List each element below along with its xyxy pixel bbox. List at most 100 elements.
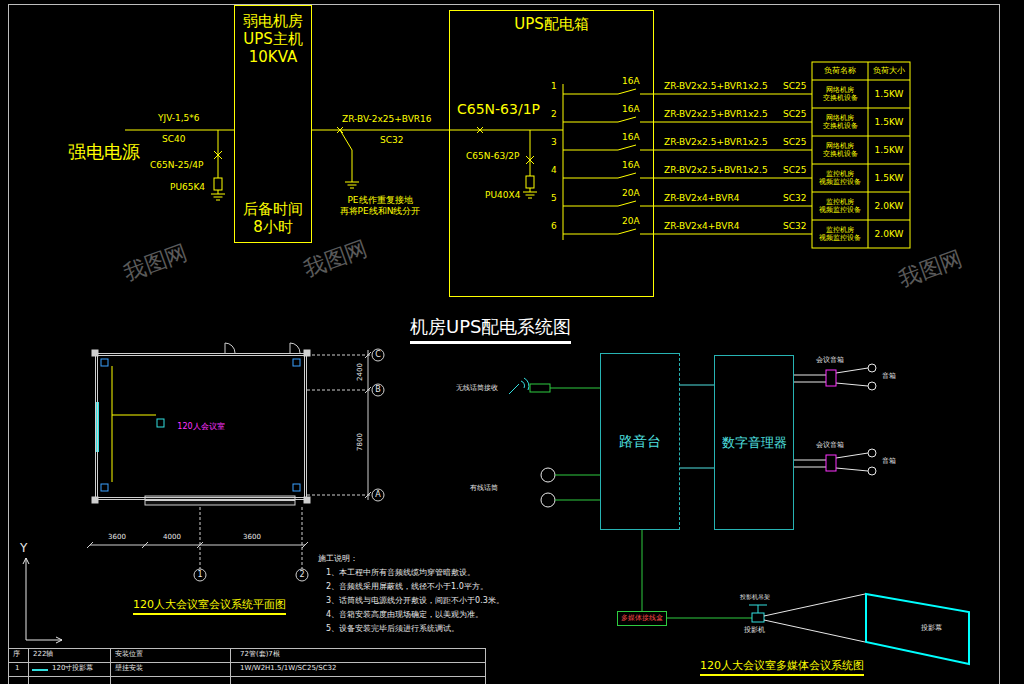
floor-plan [87, 542, 308, 548]
signal-line [642, 530, 643, 611]
room-outline: 120人会议室 [95, 353, 307, 500]
floor-plan [194, 569, 206, 581]
floor-plan [101, 484, 108, 491]
conduit-spec: SC25 [783, 81, 806, 92]
title-block-cell: 1W/W2H1.5/1W/SC25/SC32 [240, 664, 336, 672]
floor-plan [365, 350, 371, 500]
device-label: 会议音箱 [816, 356, 844, 364]
conduit-spec: SC25 [783, 137, 806, 148]
dimension: 4000 [157, 533, 187, 541]
av-system-wiring [868, 467, 876, 475]
breaker-rating: 16A [622, 160, 640, 171]
circuit-number: 1 [551, 81, 557, 92]
surge-protector-spec: PU65K4 [170, 182, 205, 193]
av-system-wiring [752, 613, 764, 622]
breaker-spec: C65N-25/4P [150, 160, 203, 171]
floor-plan [293, 484, 300, 491]
cable-spec: ZR-BV2x4+BVR4 [664, 221, 739, 232]
floor-plan [200, 507, 302, 569]
box-heading: 弱电机房 UPS主机 10KVA [241, 12, 305, 66]
grid-bubble: A [372, 489, 384, 501]
title-block [8, 648, 485, 684]
load-size: 1.5KW [868, 164, 910, 192]
av-system-wiring [541, 468, 555, 482]
box-heading: 后备时间 8小时 [241, 200, 305, 236]
axis-label: Y [20, 541, 27, 555]
drawing-title: 120人大会议室多媒体会议系统图 [700, 659, 864, 676]
cable-spec: ZR-BV2x2.5+BVR1x2.5 [664, 165, 768, 176]
note-line: 5、设备安装完毕后须进行系统调试。 [326, 624, 459, 634]
load-name: 监控机房 视频监控设备 [812, 164, 868, 192]
cable-spec: ZR-BV2x2.5+BVR1x2.5 [664, 81, 768, 92]
load-name: 网络机房 交换机设备 [812, 108, 868, 136]
floor-plan [372, 349, 384, 361]
breaker-rating: 20A [622, 188, 640, 199]
conduit-spec: SC25 [783, 109, 806, 120]
conduit-spec: SC25 [783, 165, 806, 176]
signal-line [680, 385, 714, 386]
floor-plan [372, 384, 384, 396]
cable-spec: YJV-1,5*6 [158, 113, 200, 124]
dimension: 3600 [102, 533, 132, 541]
diagram-title: 机房UPS配电系统图 [410, 316, 571, 344]
load-size: 1.5KW [868, 108, 910, 136]
power-cable [312, 130, 449, 131]
device-label: 音箱 [882, 372, 896, 380]
load-table-grid [812, 62, 910, 248]
breaker-rating: 16A [622, 76, 640, 87]
signal-line [680, 468, 714, 469]
note-line: 3、话筒线与电源线分开敷设，间距不小于0.3米。 [326, 596, 504, 606]
sheet-frame [9, 5, 1000, 684]
processor-box: 数字音理器 [714, 355, 794, 530]
circuit-number: 5 [551, 193, 557, 204]
ups-wiring [530, 130, 531, 176]
floor-plan [87, 343, 384, 581]
load-name: 监控机房 视频监控设备 [812, 220, 868, 248]
ups-wiring [345, 182, 359, 188]
surge-protector-spec: PU40X4 [485, 190, 520, 201]
device-label: 会议音箱 [816, 441, 844, 449]
title-block-cell: 222轴 [33, 650, 53, 658]
device-label: 音箱 [882, 457, 896, 465]
floor-plan [145, 500, 295, 501]
axis-symbol [23, 558, 62, 643]
watermark: 我图网 [895, 245, 966, 292]
av-system-wiring [509, 364, 876, 642]
ups-wiring [563, 84, 564, 240]
load-size: 1.5KW [868, 80, 910, 108]
box-label: 投影幕 [921, 624, 942, 632]
cable-spec: ZR-BV2x2.5+BVR1x2.5 [664, 109, 768, 120]
dimension: 3600 [237, 533, 267, 541]
floor-plan [372, 489, 384, 501]
ups-wiring [523, 188, 537, 198]
load-name: 网络机房 交换机设备 [812, 80, 868, 108]
av-system-wiring [826, 370, 836, 386]
title-block [9, 649, 486, 684]
grid-bubble: 1 [194, 569, 206, 581]
device-label: 投影机 [744, 626, 765, 634]
breaker-spec: C65N-63/1P [457, 101, 540, 118]
ups-host-box: 弱电机房 UPS主机 10KVA 后备时间 8小时 [234, 5, 312, 243]
device-label: 投影机吊架 [740, 593, 770, 600]
load-size: 2.0KW [868, 220, 910, 248]
load-size: 2.0KW [868, 192, 910, 220]
note-line: 1、本工程中所有音频线缆均穿管暗敷设。 [326, 568, 475, 578]
av-system-wiring [868, 364, 876, 372]
note-line: 2、音频线采用屏蔽线，线径不小于1.0平方。 [326, 582, 488, 592]
breaker-spec: C65N-63/2P [466, 151, 519, 162]
av-system-wiring [794, 368, 868, 386]
av-system-wiring [666, 618, 752, 619]
mixer-box: 路音台 [600, 353, 680, 530]
grid-bubble: B [372, 384, 384, 396]
screen-outline [865, 592, 970, 665]
av-system-wiring [868, 449, 876, 457]
av-system-wiring [764, 594, 865, 642]
av-system-wiring [509, 378, 529, 394]
device-label: 无线话筒接收 [456, 384, 498, 392]
note-line: 4、音箱安装高度由现场确定，以美观为准。 [326, 610, 483, 620]
floor-plan [101, 359, 108, 366]
projection-screen: 投影幕 [865, 592, 970, 665]
title-block-cell: 安装位置 [115, 650, 143, 658]
title-block [8, 648, 486, 684]
